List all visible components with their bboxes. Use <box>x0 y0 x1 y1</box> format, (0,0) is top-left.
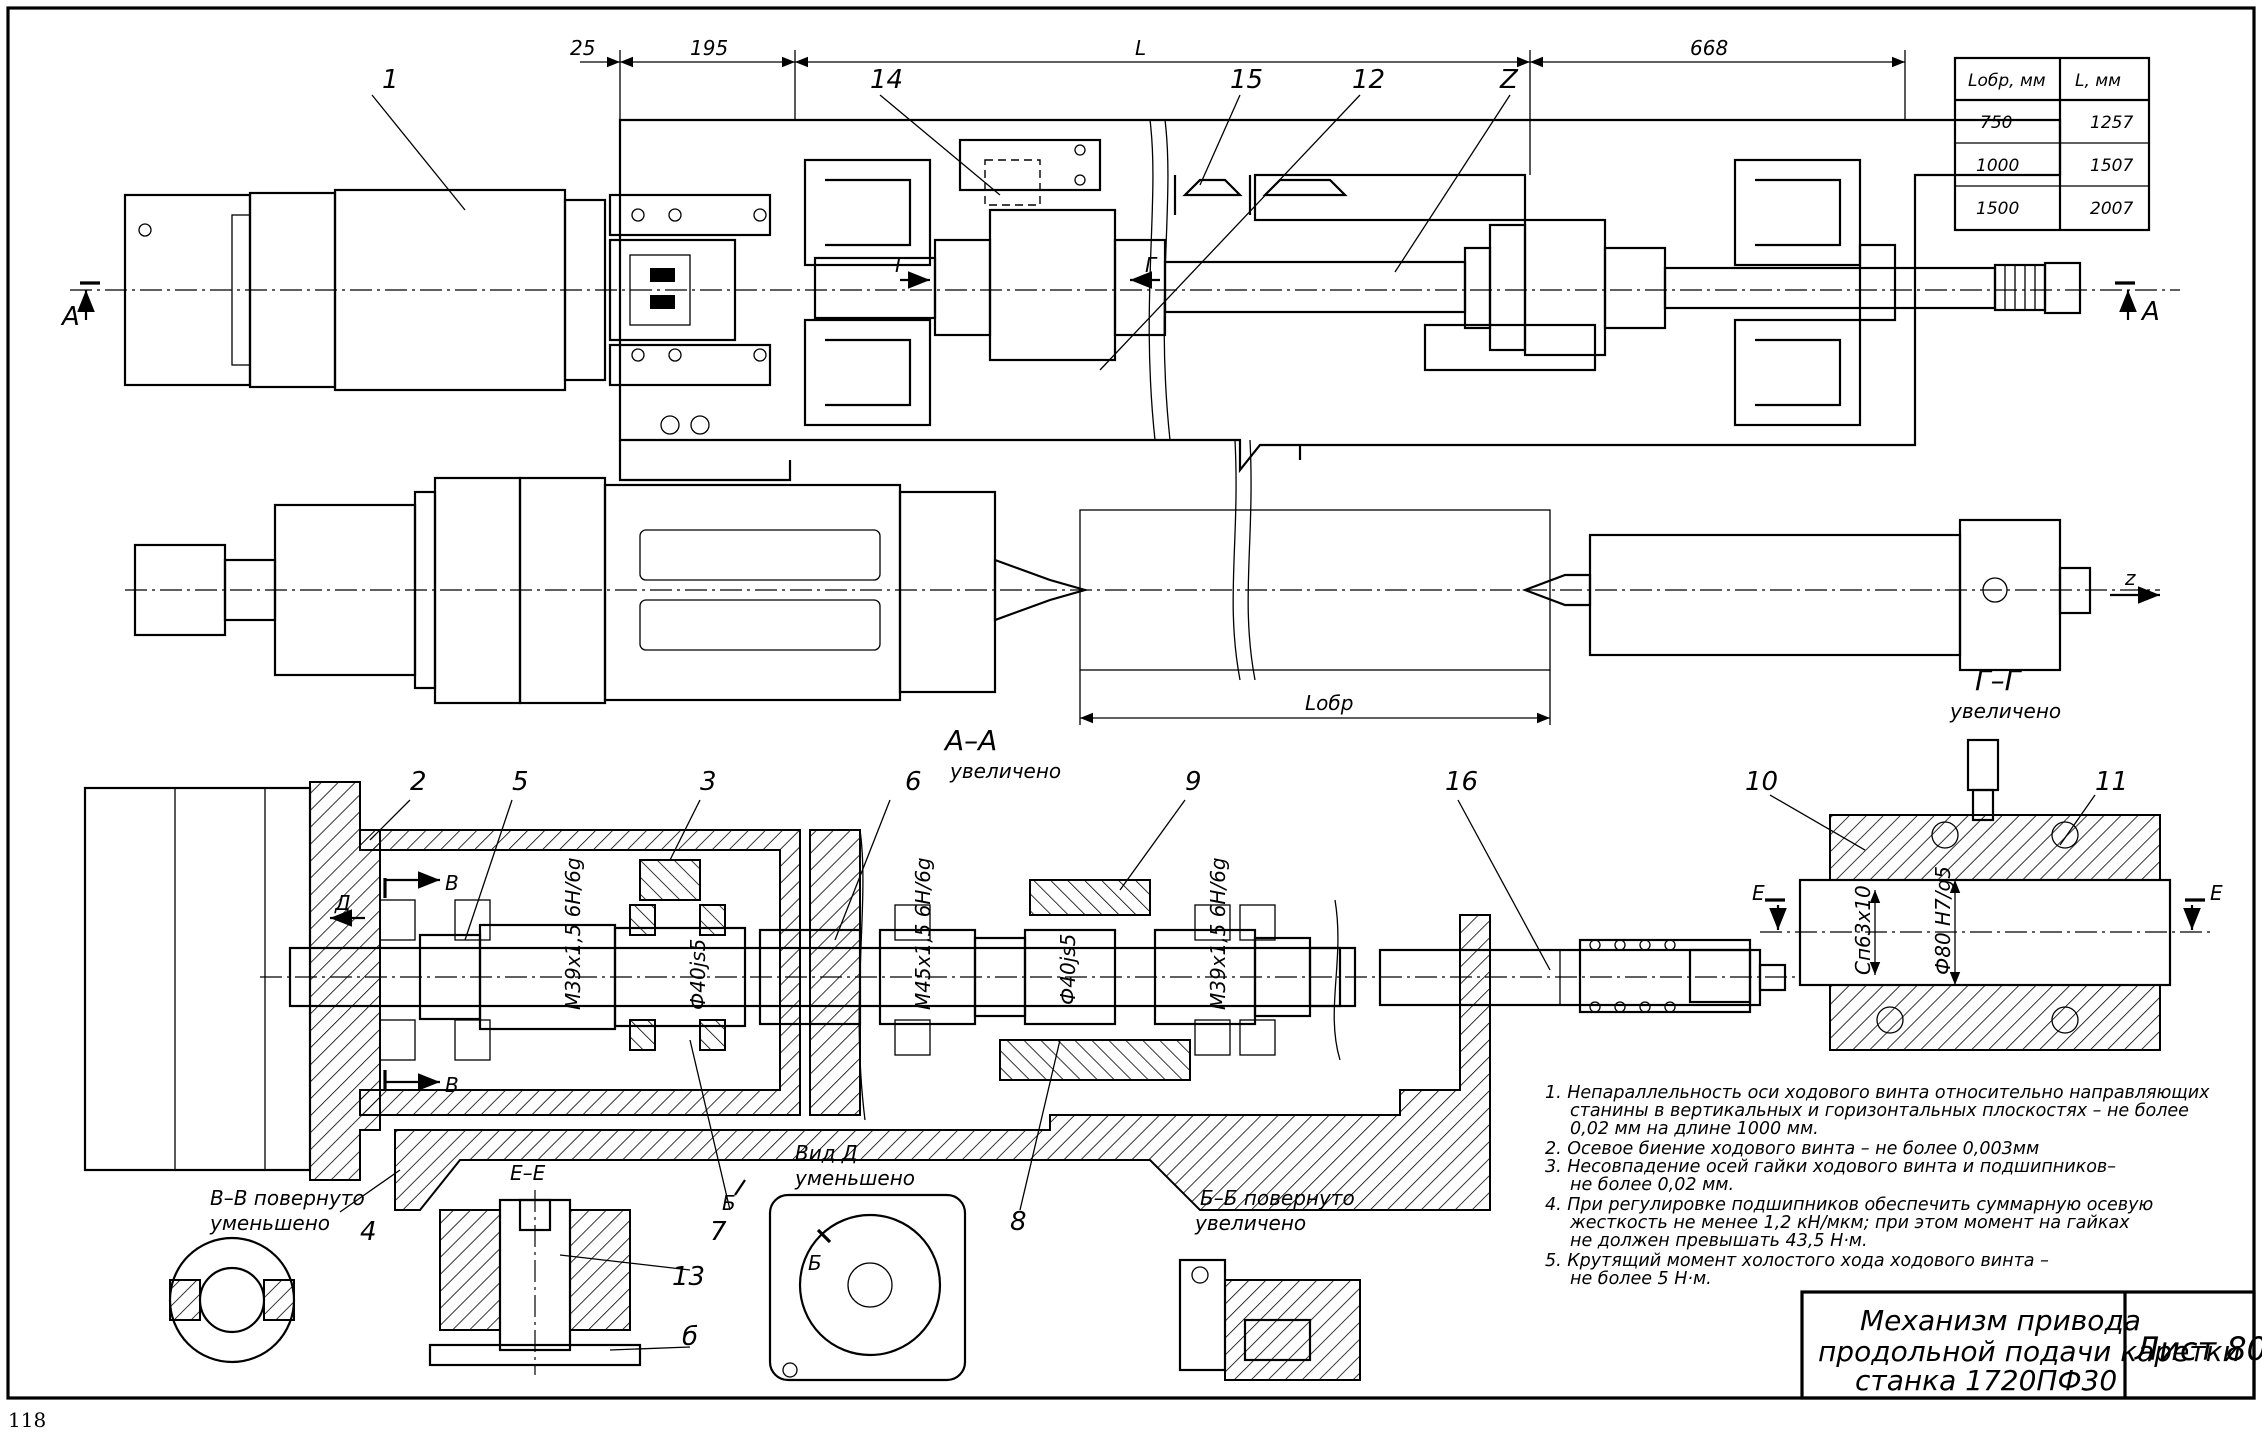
table-cell-r2c2: 1507 <box>2090 156 2133 176</box>
fit-1: М39х1,5 6H/6g <box>561 857 585 1010</box>
callout-labels: 1 2 3 4 5 6 7 8 9 10 11 12 13 14 15 16 Z… <box>360 65 2128 1352</box>
note-line: 1. Непараллельность оси ходового винта о… <box>1545 1083 2210 1103</box>
dim-25: 25 <box>570 36 595 60</box>
section-mark-labels: А А Г Г В В Д Б Б Е Е <box>60 253 2223 1275</box>
dimension-labels: 25 195 L 668 Lобр z <box>570 36 2136 715</box>
section-gg <box>1760 738 2210 1051</box>
title-block: Механизм привода продольной подачи карет… <box>1800 1290 2262 1400</box>
dim-195: 195 <box>690 36 728 60</box>
callout-4: 4 <box>360 1217 377 1247</box>
mark-d-arrow: Д <box>334 891 351 915</box>
callout-9: 9 <box>1185 767 1202 797</box>
callout-15: 15 <box>1230 65 1263 95</box>
dim-l: L <box>1135 36 1146 60</box>
view-d-title: Вид Д <box>795 1141 858 1165</box>
dim-lobr: Lобр <box>1305 691 1353 715</box>
note-line: не более 5 Н·м. <box>1570 1269 1712 1289</box>
size-table-text: Lобр, мм L, мм 750 1257 1000 1507 1500 2… <box>1968 71 2133 219</box>
table-cell-r3c1: 1500 <box>1976 199 2019 219</box>
section-aa-markers <box>77 271 2160 604</box>
view-vv-title: В–В повернуто <box>210 1186 365 1210</box>
view-aa-sub: увеличено <box>949 759 1061 783</box>
fit-2: Ф40js5 <box>686 939 710 1010</box>
fit-5: М39х1,5 6H/6g <box>1206 857 1230 1010</box>
callout-5: 5 <box>512 767 529 797</box>
view-aa-title: А–А <box>943 724 997 757</box>
leaders <box>339 94 2096 1351</box>
sheet-frame <box>6 6 2256 1400</box>
title-line-2: продольной подачи каретки <box>1818 1335 2241 1368</box>
view-gg-sub: увеличено <box>1949 699 2061 723</box>
mark-e-left: Е <box>1752 881 1765 905</box>
note-line: станины в вертикальных и горизонтальных … <box>1570 1101 2189 1121</box>
table-cell-r3c2: 2007 <box>2090 199 2133 219</box>
title-line-3: станка 1720ПФ30 <box>1855 1364 2117 1397</box>
callout-z: Z <box>1499 65 1519 95</box>
table-header-lobr: Lобр, мм <box>1968 71 2046 91</box>
section-aa <box>83 781 1800 1211</box>
note-line: 3. Несовпадение осей гайки ходового винт… <box>1545 1157 2116 1177</box>
callout-3: 3 <box>700 767 717 797</box>
size-table <box>1953 56 2151 232</box>
sheet-number: Лист 80 <box>2134 1330 2262 1368</box>
mark-g-right: Г <box>1145 253 1158 277</box>
callout-12: 12 <box>1352 65 1385 95</box>
table-header-l: L, мм <box>2075 71 2121 91</box>
mark-b-arrow: Б <box>722 1191 736 1215</box>
note-line: 2. Осевое биение ходового винта – не бол… <box>1545 1139 2039 1159</box>
fit-3: М45х1,5 6H/6g <box>911 857 935 1010</box>
callout-13: 13 <box>672 1262 705 1292</box>
callout-b-small: б <box>682 1322 698 1352</box>
technical-notes: 1. Непараллельность оси ходового винта о… <box>1545 1083 2210 1289</box>
note-line: 5. Крутящий момент холостого хода ходово… <box>1545 1251 2049 1271</box>
view-bb-sub: увеличено <box>1194 1211 1306 1235</box>
page-number: 118 <box>8 1408 47 1432</box>
mark-b-view: Б <box>808 1251 822 1275</box>
callout-8: 8 <box>1010 1207 1027 1237</box>
dim-668: 668 <box>1690 36 1728 60</box>
note-line: жесткость не менее 1,2 кН/мкм; при этом … <box>1569 1213 2130 1233</box>
mark-v-bottom: В <box>445 1073 459 1097</box>
fit-7: Ф80 H7/g5 <box>1931 866 1955 975</box>
note-line: 0,02 мм на длине 1000 мм. <box>1570 1119 1819 1139</box>
section-bb <box>1178 1258 1361 1381</box>
note-line: не более 0,02 мм. <box>1570 1175 1734 1195</box>
callout-6: 6 <box>905 767 922 797</box>
plan-view <box>70 118 2180 725</box>
callout-11: 11 <box>2095 767 2128 797</box>
section-vv <box>168 1236 296 1364</box>
mark-a-left: А <box>60 302 80 332</box>
callout-1: 1 <box>382 65 399 95</box>
axis-z-label: z <box>2124 566 2136 590</box>
callout-2: 2 <box>410 767 427 797</box>
mark-e-right: Е <box>2210 881 2223 905</box>
callout-10: 10 <box>1745 767 1778 797</box>
mark-g-left: Г <box>895 253 908 277</box>
top-dimensions <box>580 50 1906 175</box>
fit-6: Сп63х10 <box>1851 885 1875 975</box>
table-cell-r1c1: 750 <box>1980 113 2012 133</box>
fit-labels: М39х1,5 6H/6g Ф40js5 М45х1,5 6H/6g Ф40js… <box>561 857 1955 1010</box>
table-cell-r2c1: 1000 <box>1976 156 2019 176</box>
view-gg-title: Г–Г <box>1975 664 2023 697</box>
callout-7: 7 <box>710 1217 727 1247</box>
view-ee-title: Е–Е <box>510 1161 546 1185</box>
view-titles: А–А увеличено Г–Г увеличено В–В повернут… <box>209 664 2061 1235</box>
note-line: 4. При регулировке подшипников обеспечит… <box>1545 1195 2153 1215</box>
mark-a-right: А <box>2140 297 2160 327</box>
view-vv-sub: уменьшено <box>209 1211 330 1235</box>
fit-4: Ф40js5 <box>1056 934 1080 1005</box>
section-ee <box>428 1190 642 1375</box>
view-bb-title: Б–Б повернуто <box>1200 1186 1355 1210</box>
title-line-1: Механизм привода <box>1860 1304 2141 1337</box>
table-cell-r1c2: 1257 <box>2090 113 2133 133</box>
view-d <box>734 1179 967 1382</box>
mark-v-top: В <box>445 871 459 895</box>
callout-14: 14 <box>870 65 903 95</box>
callout-16: 16 <box>1445 767 1478 797</box>
note-line: не должен превышать 43,5 Н·м. <box>1570 1231 1868 1251</box>
view-d-sub: уменьшено <box>794 1166 915 1190</box>
